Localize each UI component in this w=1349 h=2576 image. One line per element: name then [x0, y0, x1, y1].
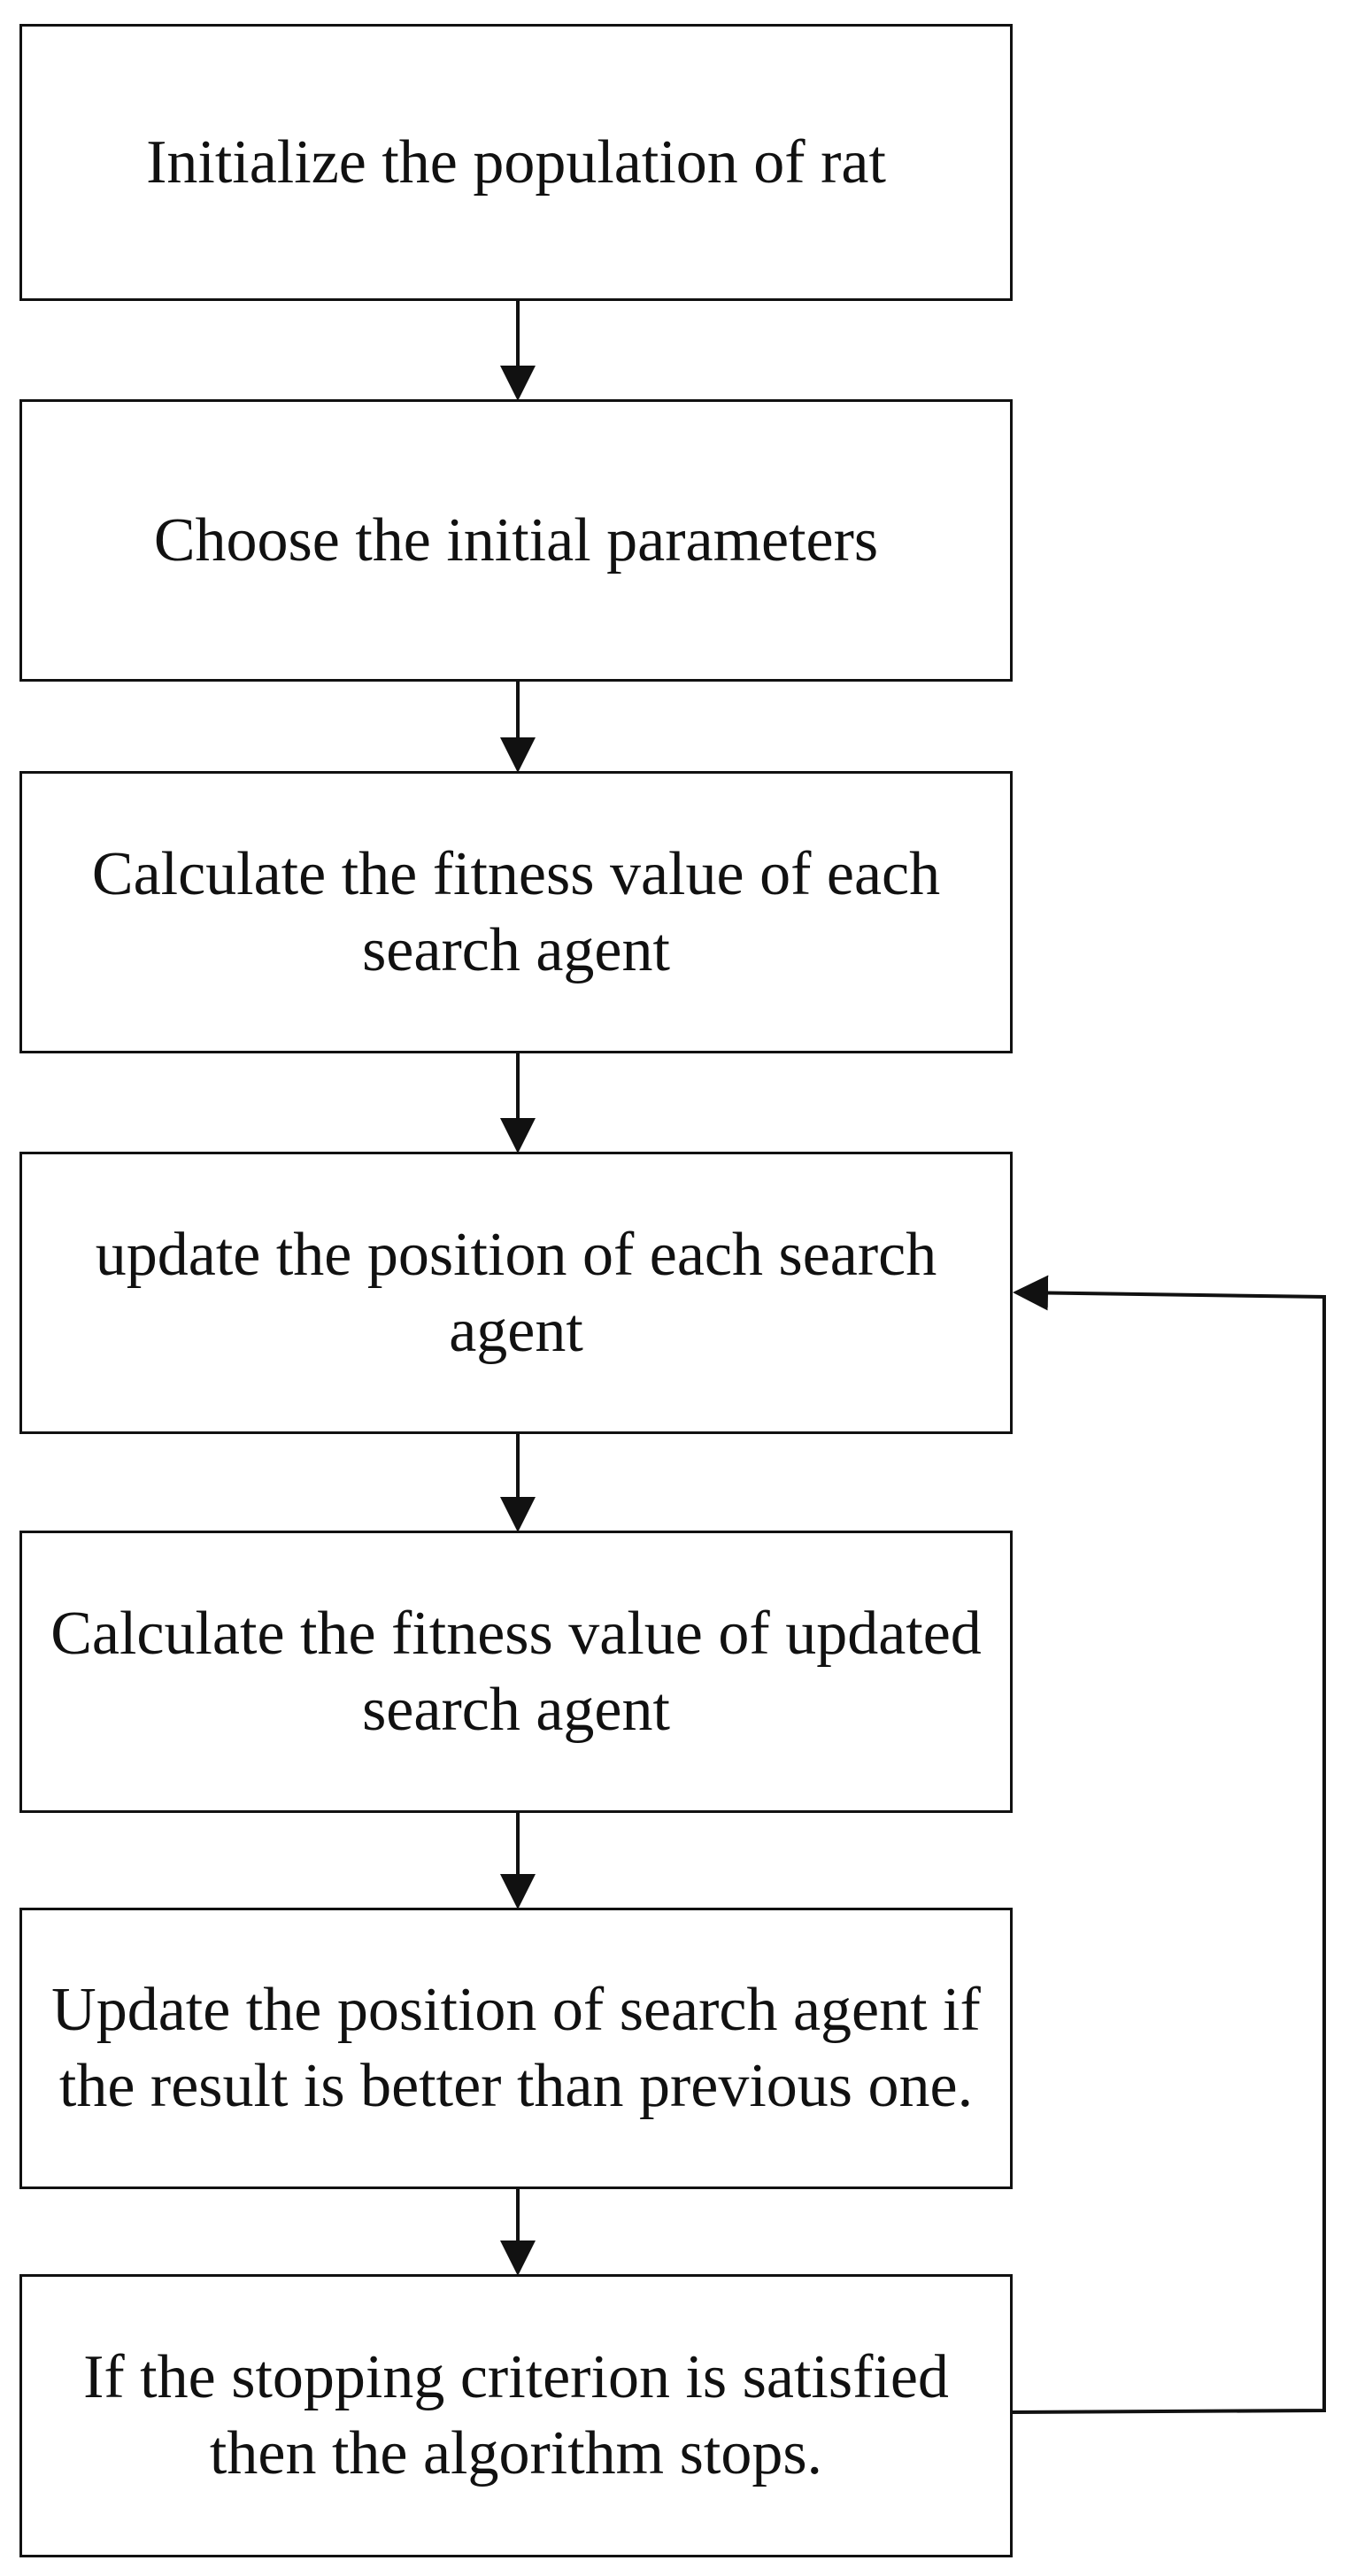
step-label: Calculate the fitness value of updated s… — [50, 1599, 982, 1744]
step-choose-parameters: Choose the initial parameters — [19, 399, 1013, 682]
step-calculate-updated-fitness: Calculate the fitness value of updated s… — [19, 1531, 1013, 1813]
step-initialize-population: Initialize the population of rat — [19, 24, 1013, 301]
step-label: Calculate the fitness value of each sear… — [91, 839, 941, 984]
step-update-if-better: Update the position of search agent if t… — [19, 1908, 1013, 2189]
step-update-position: update the position of each search agent — [19, 1152, 1013, 1434]
step-label: Choose the initial parameters — [153, 505, 879, 575]
loop-back-arrow — [1012, 1275, 1326, 2414]
step-label: update the position of each search agent — [95, 1220, 937, 1365]
step-label: If the stopping criterion is satisfied t… — [83, 2343, 949, 2487]
step-stopping-criterion: If the stopping criterion is satisfied t… — [19, 2274, 1013, 2557]
step-calculate-fitness: Calculate the fitness value of each sear… — [19, 771, 1013, 1053]
step-label: Update the position of search agent if t… — [51, 1976, 981, 2120]
step-label: Initialize the population of rat — [146, 127, 886, 197]
